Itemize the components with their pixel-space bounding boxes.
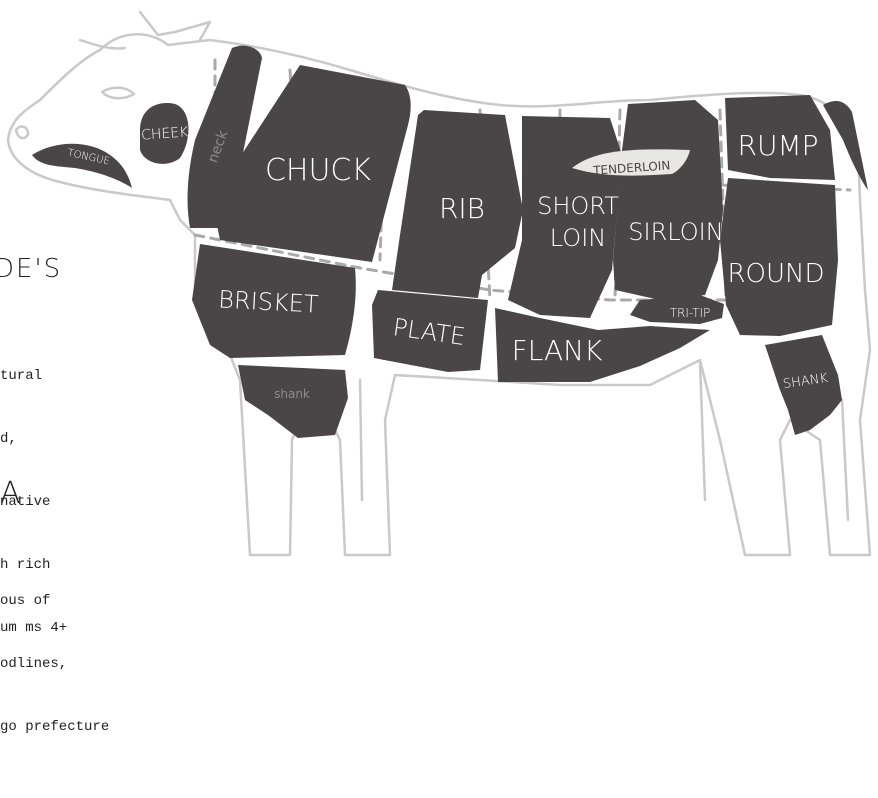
cut-labels: CHEEK TONGUE neck CHUCK RIB SHORT LOIN T… bbox=[66, 124, 829, 401]
short-loin-label-1: SHORT bbox=[537, 192, 619, 220]
rib-shape[interactable] bbox=[392, 110, 523, 298]
brisket-shape[interactable] bbox=[192, 244, 356, 358]
round-shape[interactable] bbox=[720, 178, 838, 336]
breed-line: ous of bbox=[0, 593, 51, 609]
tongue-shape[interactable] bbox=[32, 143, 132, 188]
sirloin-shape[interactable] bbox=[613, 100, 723, 300]
sirloin-label: SIRLOIN bbox=[628, 218, 723, 246]
breed-line: native bbox=[0, 494, 51, 510]
front-shank-label: shank bbox=[274, 387, 310, 401]
cut-shapes bbox=[32, 45, 868, 438]
neck-shape[interactable] bbox=[187, 45, 262, 228]
tri-tip-label: TRI-TIP bbox=[670, 306, 711, 320]
cheek-shape[interactable] bbox=[140, 103, 189, 164]
rear-shank-shape[interactable] bbox=[765, 335, 842, 435]
breed-heading-1: DE'S bbox=[0, 254, 63, 284]
tri-tip-shape[interactable] bbox=[630, 295, 724, 324]
tail-shape[interactable] bbox=[823, 100, 868, 190]
rib-label: RIB bbox=[439, 192, 485, 225]
breed-line: go prefecture bbox=[0, 719, 110, 735]
round-label: ROUND bbox=[727, 259, 824, 289]
short-loin-label-2: LOIN bbox=[550, 224, 606, 252]
brisket-label: BRISKET bbox=[218, 285, 320, 318]
breed-line: odlines, bbox=[0, 656, 68, 672]
beef-cuts-diagram: CHEEK TONGUE neck CHUCK RIB SHORT LOIN T… bbox=[6, 10, 872, 557]
breed-heading-2: A bbox=[0, 476, 23, 511]
chuck-shape[interactable] bbox=[212, 65, 411, 262]
rump-shape[interactable] bbox=[725, 95, 835, 180]
flank-shape[interactable] bbox=[495, 308, 710, 382]
breed-line: d, bbox=[0, 431, 17, 447]
cow-outline bbox=[6, 10, 872, 557]
front-shank-shape[interactable] bbox=[238, 365, 348, 438]
cheek-label: CHEEK bbox=[141, 124, 190, 143]
tenderloin-shape[interactable] bbox=[572, 149, 690, 176]
rear-shank-label: SHANK bbox=[782, 371, 829, 392]
plate-shape[interactable] bbox=[372, 290, 488, 372]
rump-label: RUMP bbox=[738, 129, 819, 162]
flank-label: FLANK bbox=[512, 334, 603, 367]
chuck-label: CHUCK bbox=[265, 153, 371, 188]
breed-line: tural bbox=[0, 368, 43, 384]
tenderloin-label: TENDERLOIN bbox=[592, 158, 671, 177]
